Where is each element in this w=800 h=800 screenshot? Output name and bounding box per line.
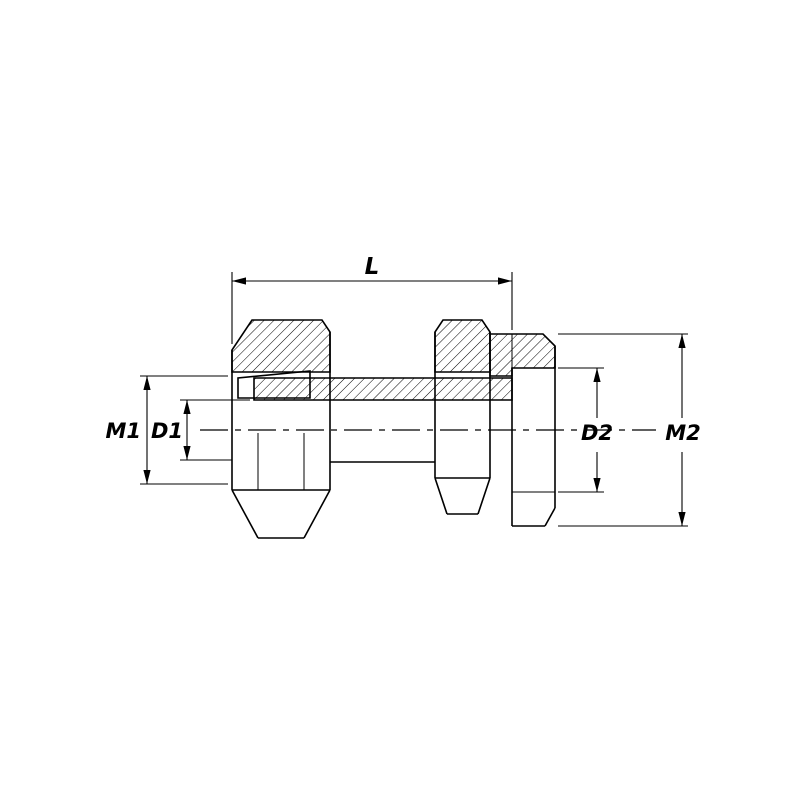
arrowhead-down xyxy=(183,446,191,460)
dimension-M2: M2 xyxy=(558,333,701,527)
arrowhead-down xyxy=(678,512,686,526)
dim-label-M1: M1 xyxy=(105,419,141,443)
arrowhead-right xyxy=(498,277,512,285)
dimension-M1: M1 xyxy=(105,375,228,485)
tube-section xyxy=(253,377,513,401)
arrowhead-up xyxy=(143,376,151,390)
right-nut-chamfer-left xyxy=(434,477,448,515)
left-nut-chamfer-right xyxy=(303,489,331,539)
left-nut-section xyxy=(231,319,331,373)
arrowhead-up xyxy=(593,368,601,382)
arrowhead-left xyxy=(232,277,246,285)
arrowhead-down xyxy=(593,478,601,492)
dim-label-D1: D1 xyxy=(151,419,183,443)
dimension-L: L xyxy=(231,254,513,344)
right-port-section xyxy=(489,333,556,377)
part-section-upper xyxy=(231,319,556,401)
arrowhead-down xyxy=(143,470,151,484)
dim-label-L: L xyxy=(365,254,380,280)
arrowhead-up xyxy=(183,400,191,414)
dimension-D2: D2 xyxy=(558,367,613,493)
cutting-ring-wedge xyxy=(237,370,311,399)
port-chamfer-bottom xyxy=(544,507,556,527)
dim-label-M2: M2 xyxy=(665,421,701,445)
arrowhead-up xyxy=(678,334,686,348)
left-nut-chamfer-left xyxy=(231,489,259,539)
right-nut-section xyxy=(434,319,491,373)
part-exterior-lower xyxy=(231,332,556,539)
right-nut-chamfer-right xyxy=(477,477,491,515)
dimension-D1: D1 xyxy=(151,399,250,461)
dim-label-D2: D2 xyxy=(581,421,613,445)
